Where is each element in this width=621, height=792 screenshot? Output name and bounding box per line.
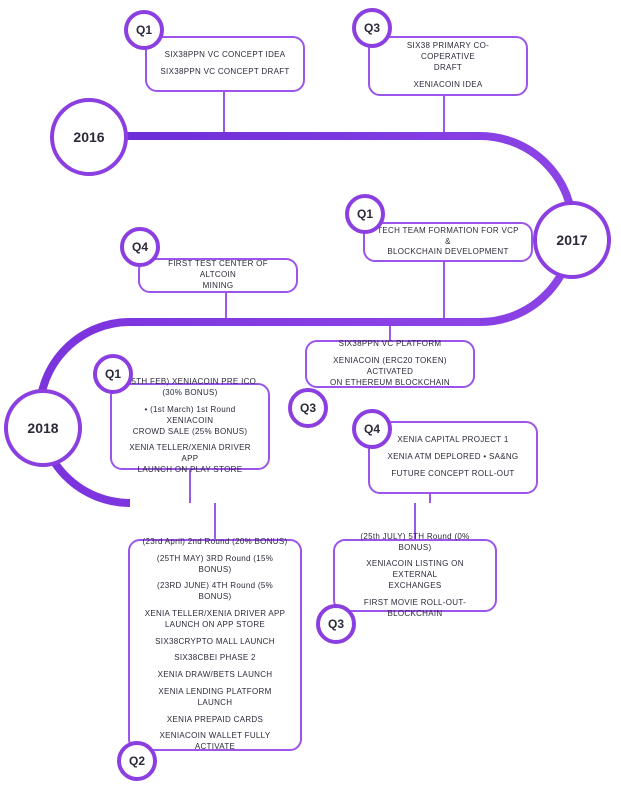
quarter-badge-q4-2018: Q4 (352, 409, 392, 449)
milestone-item: SIX38PPN VC CONCEPT IDEA (164, 50, 286, 60)
milestone-item: XENIACOIN (ERC20 TOKEN) ACTIVATED ON ETH… (330, 356, 450, 387)
milestone-item: TECH TEAM FORMATION FOR VCP & BLOCKCHAIN… (377, 225, 519, 257)
milestone-item: (15TH FEB) XENIACOIN PRE ICO (30% BONUS) (123, 377, 257, 398)
milestone-item: FIRST MOVIE ROLL-OUT- BLOCKCHAIN (363, 597, 467, 618)
year-label: 2016 (73, 129, 105, 145)
milestone-box-q2-2018: (23rd April) 2nd Round (20% BONUS) (25TH… (128, 537, 302, 752)
quarter-label: Q1 (356, 207, 373, 221)
milestone-item: (25TH MAY) 3RD Round (15% BONUS) (156, 553, 274, 574)
milestone-box-q4-2017: FIRST TEST CENTER OF ALTCOIN MINING (138, 258, 298, 293)
milestone-item: SIX38PPN VC PLATFORM (338, 339, 442, 349)
milestone-item: SIX38CBEI PHASE 2 (174, 653, 256, 663)
milestone-item: (23RD JUNE) 4TH Round (5% BONUS) (157, 581, 273, 602)
milestone-item: FIRST TEST CENTER OF ALTCOIN MINING (168, 259, 268, 290)
milestone-item: (23rd April) 2nd Round (20% BONUS) (142, 537, 288, 547)
quarter-badge-q3-2017: Q3 (288, 388, 328, 428)
milestone-item: XENIA CAPITAL PROJECT 1 (397, 435, 509, 445)
milestone-item: XENIACOIN WALLET FULLY ACTIVATE (159, 731, 271, 752)
milestone-item: XENIA TELLER/XENIA DRIVER APP LAUNCH ON … (144, 609, 286, 629)
quarter-label: Q2 (128, 754, 145, 768)
milestone-item: SIX38 PRIMARY CO-COPERATIVE DRAFT (406, 41, 490, 72)
milestone-box-q4-2018: XENIA CAPITAL PROJECT 1 XENIA ATM DEPLOR… (368, 421, 538, 494)
milestone-item: XENIACOIN IDEA (413, 79, 483, 89)
quarter-badge-q1-2018: Q1 (93, 354, 133, 394)
quarter-label: Q1 (104, 367, 121, 381)
quarter-label: Q4 (363, 422, 380, 436)
quarter-badge-q2-2018: Q2 (117, 741, 157, 781)
year-2016-node: 2016 (50, 98, 128, 176)
milestone-item: • (1st March) 1st Round XENIACOIN CROWD … (132, 404, 248, 436)
year-2017-node: 2017 (533, 201, 611, 279)
milestone-box-q1-2018: (15TH FEB) XENIACOIN PRE ICO (30% BONUS)… (110, 377, 270, 474)
milestone-item: XENIA DRAW/BETS LAUNCH (157, 670, 273, 680)
milestone-item: FUTURE CONCEPT ROLL-OUT (391, 468, 515, 478)
quarter-label: Q3 (299, 401, 316, 415)
year-2018-node: 2018 (4, 389, 82, 467)
milestone-item: XENIA PREPAID CARDS (166, 714, 264, 724)
milestone-box-q3-2017: SIX38PPN VC PLATFORM XENIACOIN (ERC20 TO… (305, 339, 475, 388)
quarter-badge-q1-2017: Q1 (345, 194, 385, 234)
quarter-label: Q1 (135, 23, 152, 37)
year-label: 2018 (27, 420, 59, 436)
milestone-item: SIX38PPN VC CONCEPT DRAFT (160, 67, 290, 76)
milestone-box-q1-2017: TECH TEAM FORMATION FOR VCP & BLOCKCHAIN… (363, 222, 533, 262)
quarter-badge-q4-2017: Q4 (120, 227, 160, 267)
milestone-item: (25th JULY) 5TH Round (0% BONUS) (360, 531, 470, 552)
year-label: 2017 (556, 232, 588, 248)
milestone-box-q1-2016: SIX38PPN VC CONCEPT IDEA SIX38PPN VC CON… (145, 36, 305, 92)
quarter-badge-q3-2016: Q3 (352, 8, 392, 48)
milestone-item: SIX38CRYPTO MALL LAUNCH (155, 636, 275, 646)
milestone-item: XENIACOIN LISTING ON EXTERNAL EXCHANGES (366, 559, 464, 590)
quarter-label: Q3 (363, 21, 380, 35)
milestone-item: XENIA ATM DEPLORED • SA&NG (387, 452, 519, 462)
milestone-item: XENIA TELLER/XENIA DRIVER APP LAUNCH ON … (129, 443, 251, 474)
quarter-label: Q3 (327, 617, 344, 631)
milestone-box-q3-2018: (25th JULY) 5TH Round (0% BONUS) XENIACO… (333, 532, 497, 618)
milestone-box-q3-2016: SIX38 PRIMARY CO-COPERATIVE DRAFT XENIAC… (368, 36, 528, 96)
quarter-badge-q3-2018: Q3 (316, 604, 356, 644)
milestone-item: XENIA LENDING PLATFORM LAUNCH (158, 687, 272, 707)
quarter-label: Q4 (131, 240, 148, 254)
quarter-badge-q1-2016: Q1 (124, 10, 164, 50)
